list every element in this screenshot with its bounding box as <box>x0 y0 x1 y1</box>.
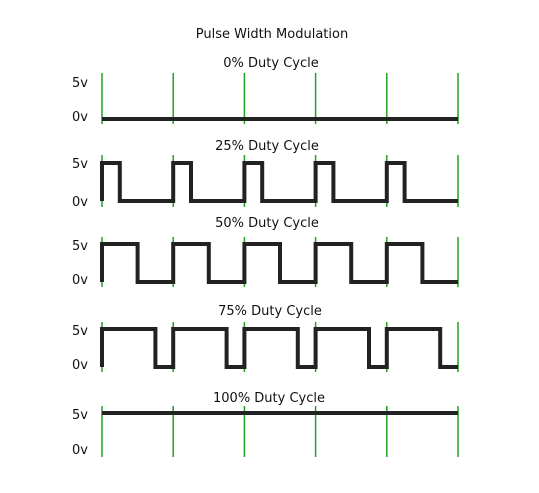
level-label-low: 0v <box>72 110 88 125</box>
panel-25-duty-cycle: 25% Duty Cycle 5v 0v <box>72 139 459 210</box>
signal-waveform <box>100 242 458 284</box>
panel-title: 0% Duty Cycle <box>223 56 318 71</box>
panel-title: 75% Duty Cycle <box>218 304 322 319</box>
level-label-low: 0v <box>72 443 88 458</box>
signal-waveform <box>100 161 458 203</box>
level-label-high: 5v <box>72 324 88 339</box>
panel-100-duty-cycle: 100% Duty Cycle 5v 0v <box>72 391 459 458</box>
panel-75-duty-cycle: 75% Duty Cycle 5v 0v <box>72 304 459 373</box>
level-label-high: 5v <box>72 157 88 172</box>
level-label-low: 0v <box>72 358 88 373</box>
diagram-title: Pulse Width Modulation <box>196 27 348 42</box>
level-label-high: 5v <box>72 76 88 91</box>
level-label-low: 0v <box>72 273 88 288</box>
panel-title: 100% Duty Cycle <box>213 391 325 406</box>
level-label-low: 0v <box>72 195 88 210</box>
panel-0-duty-cycle: 0% Duty Cycle 5v 0v <box>72 56 459 125</box>
signal-waveform <box>100 327 458 369</box>
level-label-high: 5v <box>72 239 88 254</box>
panel-50-duty-cycle: 50% Duty Cycle 5v 0v <box>72 216 459 288</box>
level-label-high: 5v <box>72 408 88 423</box>
panel-title: 25% Duty Cycle <box>215 139 319 154</box>
panel-title: 50% Duty Cycle <box>215 216 319 231</box>
